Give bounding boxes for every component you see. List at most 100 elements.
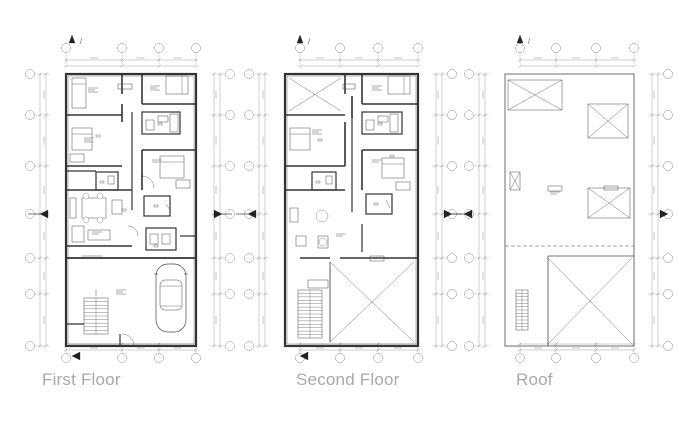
dimension-tick [594,342,598,346]
roof-vent [509,171,521,191]
grid-bubble-left [25,110,35,120]
dimension-tick [416,58,420,62]
appliance-icon [149,233,159,245]
roof-skylight [587,103,629,139]
void-cross-line [587,187,631,219]
bathroom-sink-icon [377,115,389,123]
label-tag [317,138,323,142]
dimension-tick [656,292,660,296]
dimension-tick [594,64,598,68]
grid-bubble-bottom [61,353,71,363]
section-marker-icon [463,209,473,219]
round-table-icon [318,237,328,247]
dimension-tick [338,64,342,68]
laundry-wall [145,227,177,251]
dimension-tick [440,164,444,168]
dimension-tick [650,72,654,76]
grid-bubble-right [663,253,673,263]
second-floor-title: Second Floor [296,370,400,389]
dimension-tick [218,164,222,168]
dimension-tick [263,212,267,216]
door-swing-icon [141,175,155,189]
dimension-tick [38,292,42,296]
wardrobe-icon [175,179,191,189]
dimension-tick [650,344,654,348]
roof-outline [504,73,635,347]
dimension-tick [434,164,438,168]
dimension-tick [650,113,654,117]
north-letter [307,37,311,45]
dimension-tick [212,344,216,348]
dimension-tick [194,64,198,68]
dimension-tick [157,64,161,68]
dimension-tick [554,58,558,62]
dimension-tick [477,164,481,168]
room-tag [117,83,133,90]
dining-chair-icon [82,192,90,200]
dimension-tick [656,113,660,117]
dimension-tick [257,212,261,216]
grid-bubble-bottom [413,353,423,363]
dimension-tick [64,64,68,68]
dimension-tick [263,292,267,296]
dimension-tick [218,72,222,76]
dimension-tick [656,256,660,260]
dimension-tick [44,72,48,76]
label-tag [153,204,159,208]
bed-icon [289,127,311,151]
label-tag [373,202,379,206]
void-cross-line [587,103,629,139]
void-cross-line [288,77,342,112]
grid-bubble-top [515,43,525,53]
dimension-tick [263,344,267,348]
section-marker-icon [213,209,223,219]
label-tag [95,134,101,138]
dimension-tick [38,344,42,348]
section-marker-icon [443,209,453,219]
dimension-tick [434,72,438,76]
dimension-tick [263,72,267,76]
dimension-tick [120,348,124,352]
second-floor-plan [236,34,462,363]
dimension-tick [594,58,598,62]
sofa-icon [71,225,85,243]
bathroom-toilet-icon [107,175,115,185]
dimension-tick [38,164,42,168]
dimension-tick [257,256,261,260]
grid-bubble-left [25,161,35,171]
car-icon [155,263,187,333]
grid-bubble-right [447,161,457,171]
grid-bubble-left [464,289,474,299]
dimension-tick [440,256,444,260]
dimension-tick [218,344,222,348]
dimension-tick [44,164,48,168]
dimension-tick [483,344,487,348]
dimension-tick [263,164,267,168]
dimension-tick [120,64,124,68]
dimension-tick [376,348,380,352]
grid-bubble-left [25,253,35,263]
grid-bubble-right [663,161,673,171]
grid-bubble-top [295,43,305,53]
grid-bubble-left [25,341,35,351]
label-tag [377,122,383,126]
dimension-tick [477,292,481,296]
grid-bubble-left [464,69,474,79]
bed-icon [165,75,189,95]
landing-icon [307,279,329,289]
dimension-tick [656,212,660,216]
grid-bubble-right [663,289,673,299]
roof-plan [452,34,673,363]
dimension-tick [44,292,48,296]
dimension-tick [257,292,261,296]
grid-bubble-left [464,253,474,263]
exterior-wall-inner [67,75,195,345]
grid-bubble-right [663,341,673,351]
dimension-tick [38,72,42,76]
grid-bubble-right [225,110,235,120]
grid-bubble-bottom [335,353,345,363]
grid-bubble-left [464,161,474,171]
grid-bubble-left [464,341,474,351]
dimension-tick [44,256,48,260]
